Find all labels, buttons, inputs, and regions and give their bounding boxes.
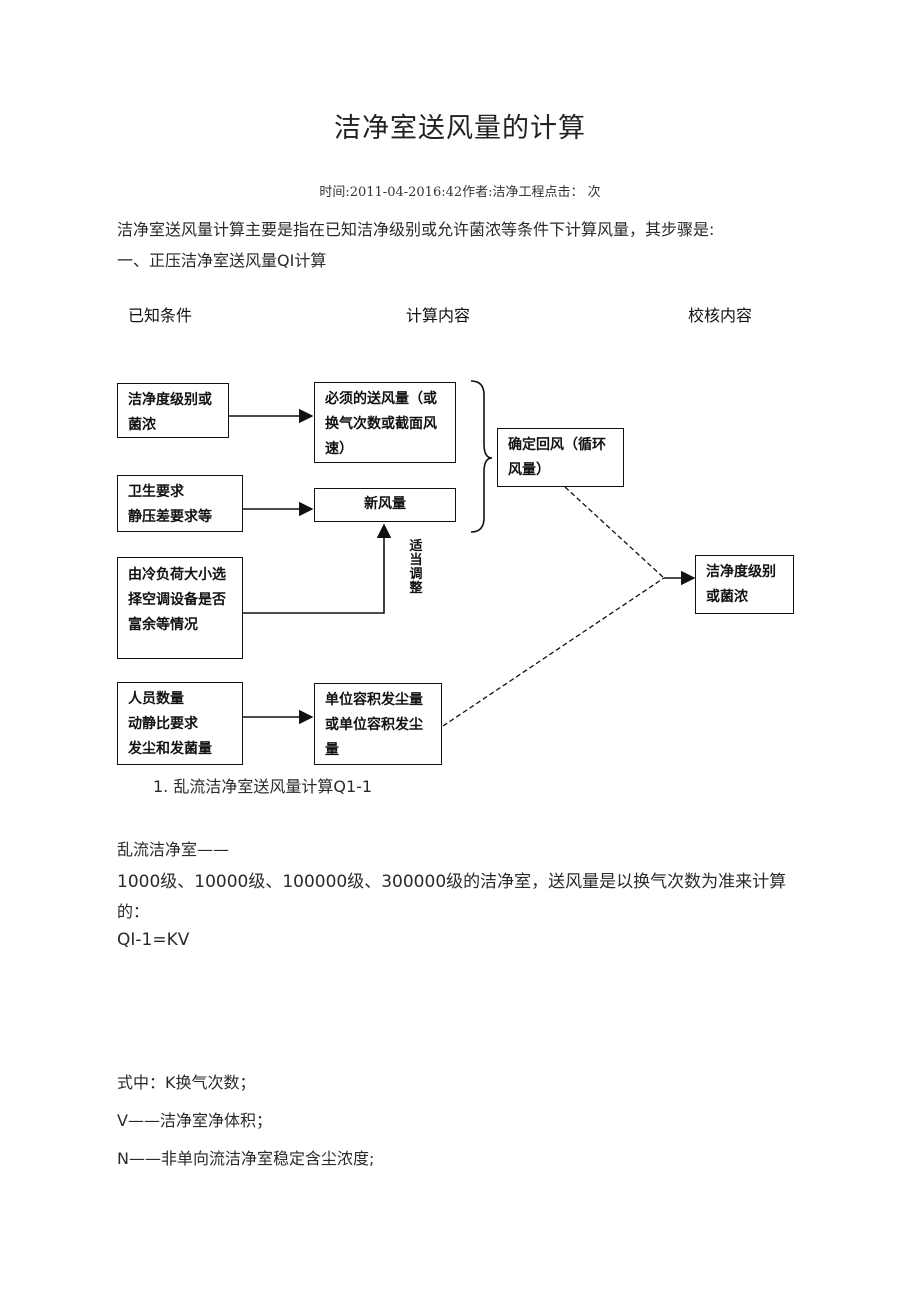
- definition-v: V——洁净室净体积；: [117, 1111, 272, 1130]
- box-clean-level: 洁净度级别或 菌浓: [117, 383, 229, 438]
- curly-brace: [470, 380, 493, 533]
- arrow-cooling-to-fresh: [243, 523, 392, 614]
- box-result: 洁净度级别 或菌浓: [695, 555, 794, 614]
- label-adjust: 适 当 调 整: [409, 539, 423, 596]
- article-meta: 时间:2011-04-2016:42作者:洁净工程点击： 次: [319, 185, 601, 200]
- section-heading-1: 一、正压洁净室送风量QⅠ计算: [117, 251, 327, 270]
- box-people: 人员数量 动静比要求 发尘和发菌量: [117, 682, 243, 765]
- caption-turbulent: 1. 乱流洁净室送风量计算Q1-1: [153, 777, 373, 796]
- definition-k: 式中：K换气次数；: [117, 1073, 256, 1092]
- intro-paragraph: 洁净室送风量计算主要是指在已知洁净级别或允许菌浓等条件下计算风量，其步骤是:: [117, 220, 715, 239]
- diagram-header-calc: 计算内容: [406, 306, 471, 325]
- dotted-line-return-to-merge: [564, 486, 665, 579]
- dotted-line-dust-to-merge: [442, 577, 665, 727]
- box-dust-unit: 单位容积发尘量 或单位容积发尘 量: [314, 683, 442, 765]
- box-required-air: 必须的送风量（或 换气次数或截面风 速）: [314, 382, 456, 463]
- box-return-air: 确定回风（循环 风量）: [497, 428, 624, 487]
- turbulent-desc-line2: 的：: [117, 902, 150, 921]
- turbulent-label: 乱流洁净室——: [117, 840, 230, 859]
- box-hygiene: 卫生要求 静压差要求等: [117, 475, 243, 532]
- diagram-header-known: 已知条件: [128, 306, 193, 325]
- box-cooling-load: 由冷负荷大小选 择空调设备是否 富余等情况: [117, 557, 243, 659]
- page-title: 洁净室送风量的计算: [334, 113, 586, 144]
- diagram-header-check: 校核内容: [688, 306, 753, 325]
- turbulent-desc-line1: 1000级、10000级、100000级、300000级的洁净室，送风量是以换气…: [117, 872, 787, 892]
- definition-n: N——非单向流洁净室稳定含尘浓度;: [117, 1149, 375, 1168]
- formula: QⅠ-1=KV: [117, 930, 190, 950]
- box-fresh-air: 新风量: [314, 488, 456, 522]
